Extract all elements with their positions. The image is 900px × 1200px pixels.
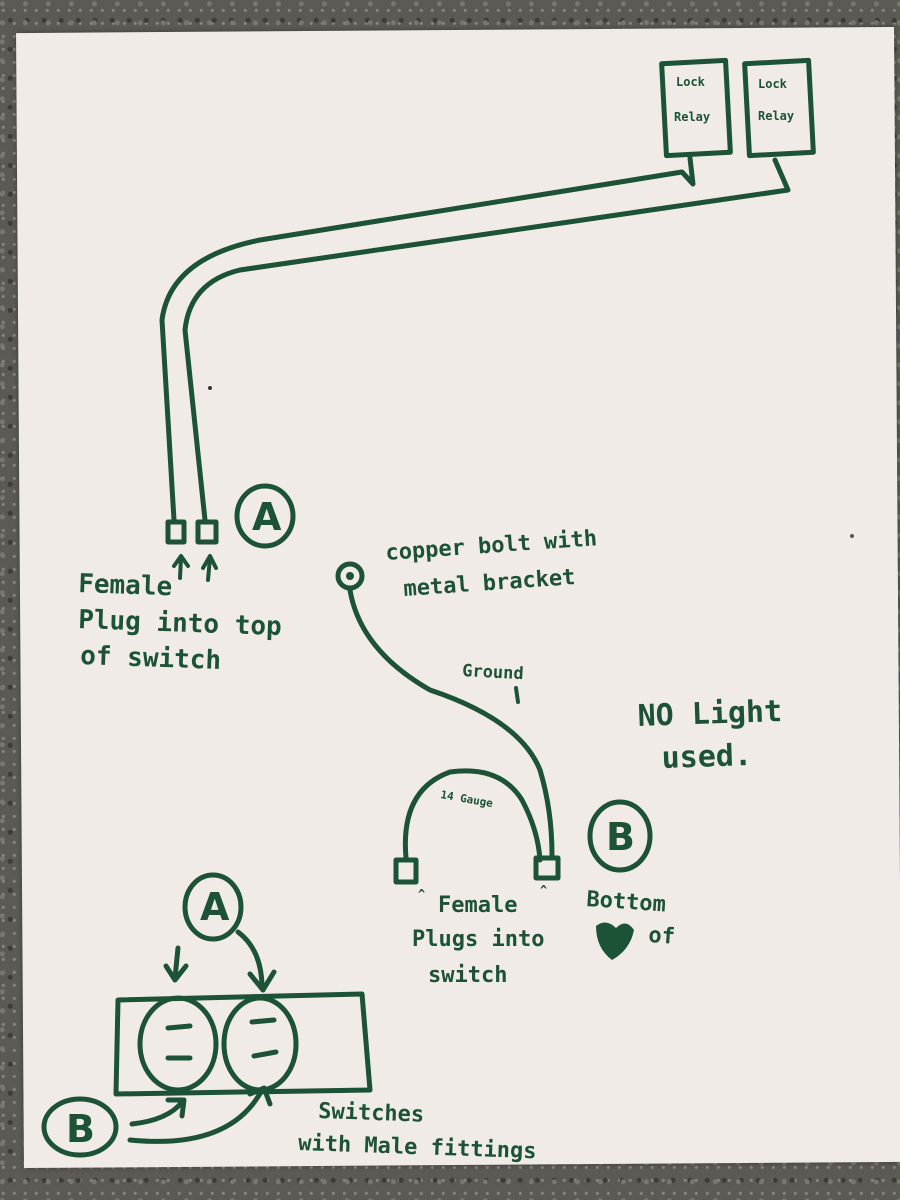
lock-relay-right-label-1: Lock — [758, 77, 788, 91]
gauge-label: 14 Gauge — [439, 788, 494, 810]
caret-left: ^ — [418, 887, 425, 901]
female-plugs-top — [165, 519, 219, 582]
female-bottom-note: Female Plugs into switch — [412, 893, 544, 988]
arrow-b-right — [127, 1085, 273, 1144]
arrow-a-left — [163, 945, 189, 983]
ground-wire — [347, 587, 555, 858]
marker-b-bottom: B — [41, 1096, 119, 1158]
female-bottom-note-line3: switch — [428, 963, 507, 988]
marker-b-right: B — [587, 799, 653, 873]
marker-a-top: A — [234, 483, 296, 549]
switches-note: Switches with Male fittings — [298, 1099, 537, 1164]
female-top-note-line2: Plug into top — [78, 605, 282, 642]
heart-scribble — [596, 922, 634, 960]
relay-wire-left — [159, 155, 696, 523]
bottom-of-note: Bottom of — [586, 887, 676, 960]
caret-right: ^ — [540, 883, 547, 897]
no-light-note-line2: used. — [661, 738, 752, 776]
female-bottom-note-line1: Female — [438, 893, 517, 918]
marker-b-bottom-letter: B — [66, 1107, 95, 1151]
ground-label: Ground — [462, 661, 524, 684]
arrow-a-right — [235, 929, 277, 993]
switch-right — [221, 995, 299, 1093]
stray-dot — [208, 386, 212, 390]
switch-panel — [113, 991, 373, 1097]
no-light-note: NO Light used. — [637, 694, 783, 776]
bolt-note: copper bolt with metal bracket — [385, 526, 598, 602]
arrow-b-left — [129, 1097, 187, 1127]
lock-relay-left: Lock Relay — [659, 57, 733, 159]
female-top-note-line1: Female — [78, 569, 173, 602]
female-top-note: Female Plug into top of switch — [78, 569, 282, 676]
female-bottom-note-line2: Plugs into — [412, 927, 544, 952]
lock-relay-left-label-1: Lock — [676, 75, 706, 89]
switches-note-line1: Switches — [318, 1099, 425, 1128]
lock-relay-right-label-2: Relay — [758, 109, 794, 123]
no-light-note-line1: NO Light — [637, 694, 783, 734]
bottom-of-note-line1: Bottom — [586, 887, 667, 917]
ground-tick — [514, 686, 520, 704]
marker-b-right-letter: B — [606, 815, 635, 859]
bolt-note-line1: copper bolt with — [385, 526, 598, 566]
switch-left — [137, 995, 219, 1093]
gauge-wire — [402, 768, 543, 863]
marker-a-top-letter: A — [252, 495, 282, 539]
female-top-note-line3: of switch — [80, 641, 222, 676]
copper-bolt — [335, 561, 365, 591]
relay-wire-right — [182, 157, 791, 523]
switches-note-line2: with Male fittings — [298, 1131, 537, 1164]
lock-relay-right: Lock Relay — [742, 57, 816, 159]
marker-a-bottom: A — [182, 872, 244, 942]
bolt-note-line2: metal bracket — [403, 565, 577, 602]
bottom-of-note-line2: of — [648, 923, 676, 950]
stray-dot — [850, 534, 854, 538]
female-plugs-bottom: ^ ^ — [393, 855, 561, 901]
marker-a-bottom-letter: A — [200, 885, 230, 929]
lock-relay-left-label-2: Relay — [674, 110, 710, 124]
